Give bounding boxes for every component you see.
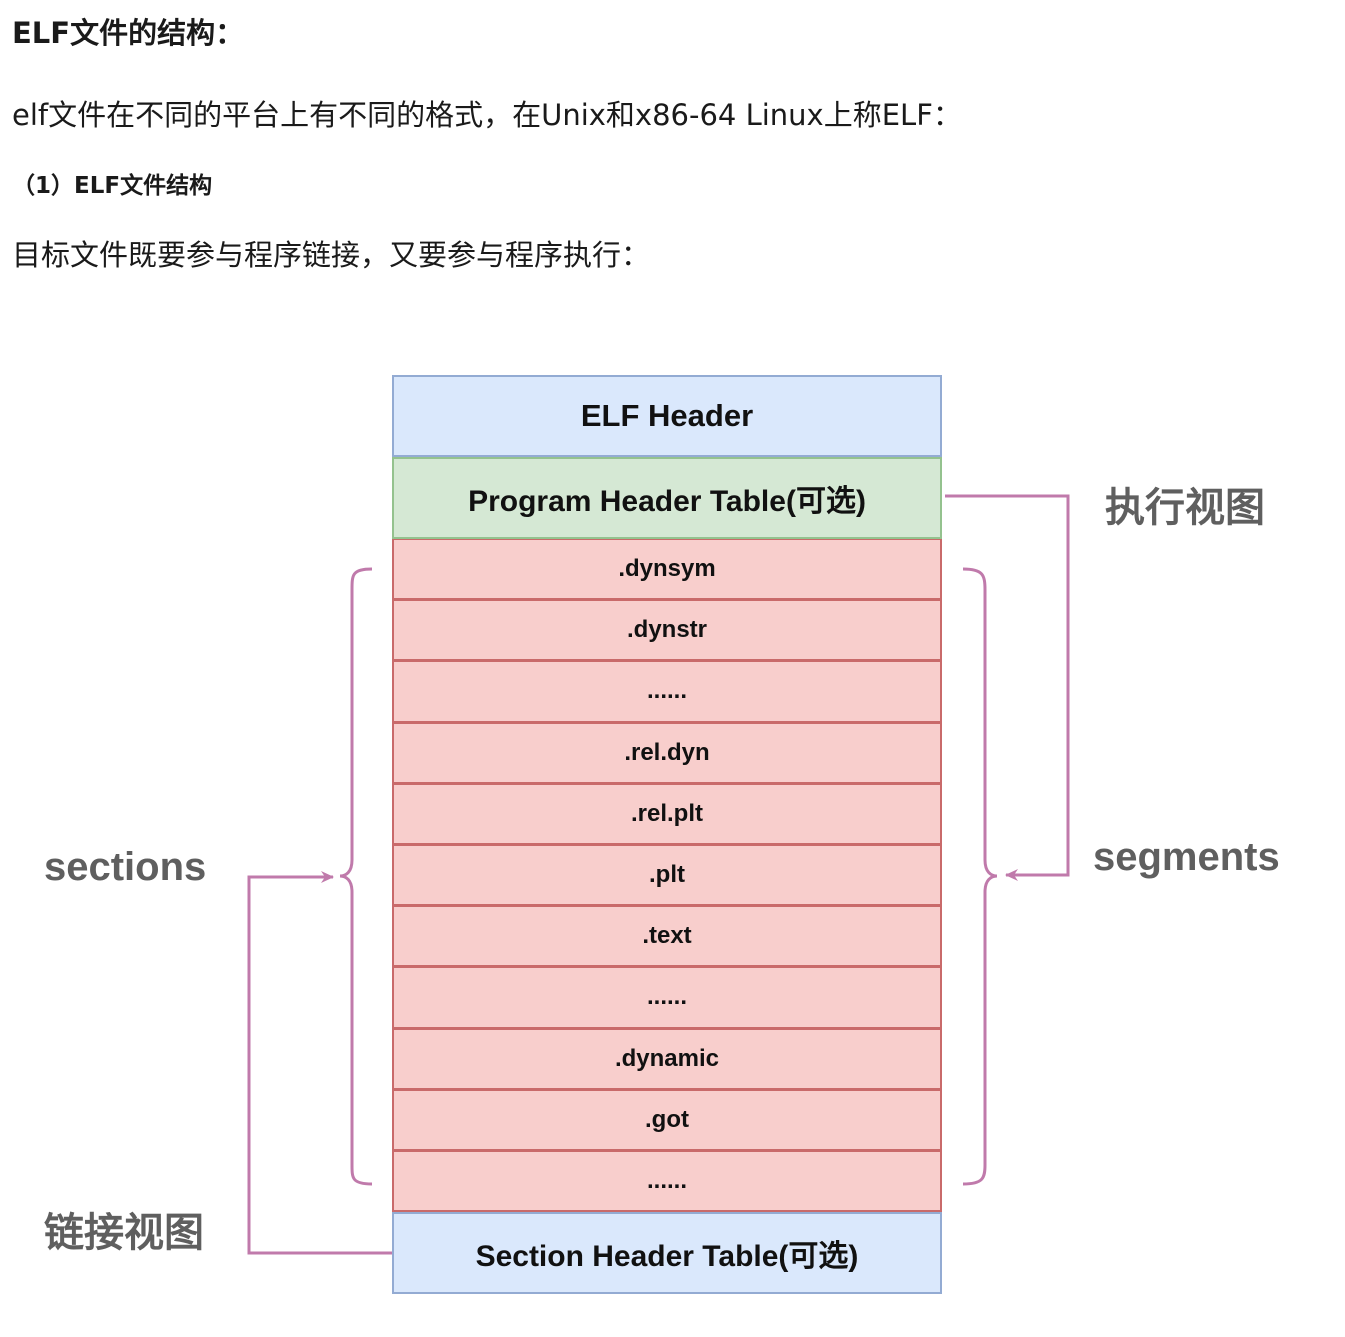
section-row: .got [392,1089,942,1151]
section-row: ...... [392,967,942,1029]
section-row: .dynstr [392,600,942,662]
execution-view-label: 执行视图 [1105,486,1265,530]
elf-structure-diagram: ELF Header Program Header Table(可选) .dyn… [0,300,1345,1330]
section-header-table-block: Section Header Table(可选) [392,1212,942,1294]
connector-lines [247,494,1070,1255]
section-row: .dynsym [392,539,942,601]
linking-view-label: 链接视图 [44,1211,204,1255]
sections-brace [339,567,373,1186]
elf-header-block: ELF Header [392,375,942,457]
section-row: .plt [392,844,942,907]
execution-view-arrow [945,494,1070,881]
segments-label: segments [1093,835,1280,879]
segments-brace [962,567,998,1186]
section-row: .dynamic [392,1028,942,1090]
section-list: .dynsym .dynstr ...... .rel.dyn .rel.plt… [392,539,942,1213]
linking-view-arrow [247,871,392,1255]
section-row: .text [392,906,942,968]
section-heading: ELF文件的结构： [12,16,245,50]
subsection-heading: （1）ELF文件结构 [12,173,213,199]
section-row: ...... [392,1150,942,1213]
description-paragraph: 目标文件既要参与程序链接，又要参与程序执行： [12,238,651,272]
sections-label: sections [44,845,207,889]
intro-paragraph: elf文件在不同的平台上有不同的格式，在Unix和x86-64 Linux上称E… [12,98,962,132]
section-row: .rel.dyn [392,722,942,784]
section-row: .rel.plt [392,783,942,845]
program-header-table-block: Program Header Table(可选) [392,457,942,539]
section-row: ...... [392,661,942,723]
